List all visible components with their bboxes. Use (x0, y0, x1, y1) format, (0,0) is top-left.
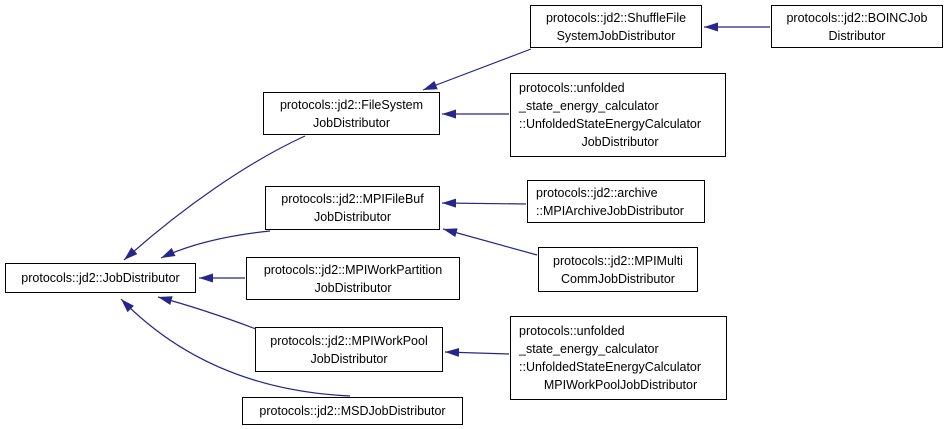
node-label-line: ::MPIArchiveJobDistributor (536, 203, 684, 218)
node-label-line: Distributor (828, 28, 886, 43)
node-label-line: MPIWorkPoolJobDistributor (543, 378, 698, 392)
inheritance-edge-archive-to-mpifilebuf (441, 198, 527, 208)
inheritance-edge-unfolded-wp-to-mpiworkpool (444, 347, 510, 357)
node-label-line: ::UnfoldedStateEnergyCalculator (519, 360, 702, 374)
inheritance-edge-mpiworkpool-to-jobdistributor (157, 296, 257, 330)
node-label-line: JobDistributor (314, 280, 392, 295)
graph-node-msd[interactable]: protocols::jd2::MSDJobDistributor (242, 397, 463, 425)
graph-node-jobdistributor[interactable]: protocols::jd2::JobDistributor (5, 263, 196, 293)
node-label-line: protocols::unfolded (519, 81, 625, 95)
graph-node-unfolded-jd[interactable]: protocols::unfolded_state_energy_calcula… (510, 73, 726, 157)
node-label-line: protocols::jd2::MPIMulti (553, 253, 683, 268)
node-label-line: CommJobDistributor (561, 271, 675, 286)
node-label-line: _state_energy_calculator (519, 342, 659, 356)
node-label-line: protocols::jd2::MSDJobDistributor (259, 404, 446, 418)
node-label-line: protocols::jd2::ShuffleFile (545, 10, 687, 25)
node-label-line: protocols::jd2::MPIWorkPool (270, 333, 428, 348)
node-label-line: SystemJobDistributor (556, 28, 676, 43)
node-label-line: JobDistributor (581, 135, 659, 149)
node-label-line: protocols::jd2::JobDistributor (21, 271, 180, 285)
node-label-line: protocols::jd2::MPIWorkPartition (263, 262, 443, 277)
node-label-line: protocols::jd2::BOINCJob (786, 10, 928, 25)
node-label-line: protocols::jd2::MPIFileBuf (281, 192, 424, 206)
node-label-line: protocols::unfolded (519, 324, 625, 338)
node-label-line: JobDistributor (313, 210, 392, 224)
graph-node-unfolded-wp[interactable]: protocols::unfolded_state_energy_calcula… (510, 316, 727, 400)
node-label-line: protocols::jd2::archive (536, 185, 658, 200)
node-label-line: ::UnfoldedStateEnergyCalculator (519, 117, 702, 131)
node-label-line: JobDistributor (310, 351, 388, 366)
inheritance-edge-mpimulti-to-mpifilebuf (442, 228, 538, 256)
node-label-line: protocols::jd2::FileSystem (279, 97, 424, 112)
inheritance-edge-mpifilebuf-to-jobdistributor (160, 230, 271, 259)
node-label-line: _state_energy_calculator (519, 99, 659, 113)
node-label-line: JobDistributor (312, 115, 391, 130)
graph-node-archive[interactable]: protocols::jd2::archive::MPIArchiveJobDi… (527, 180, 705, 223)
